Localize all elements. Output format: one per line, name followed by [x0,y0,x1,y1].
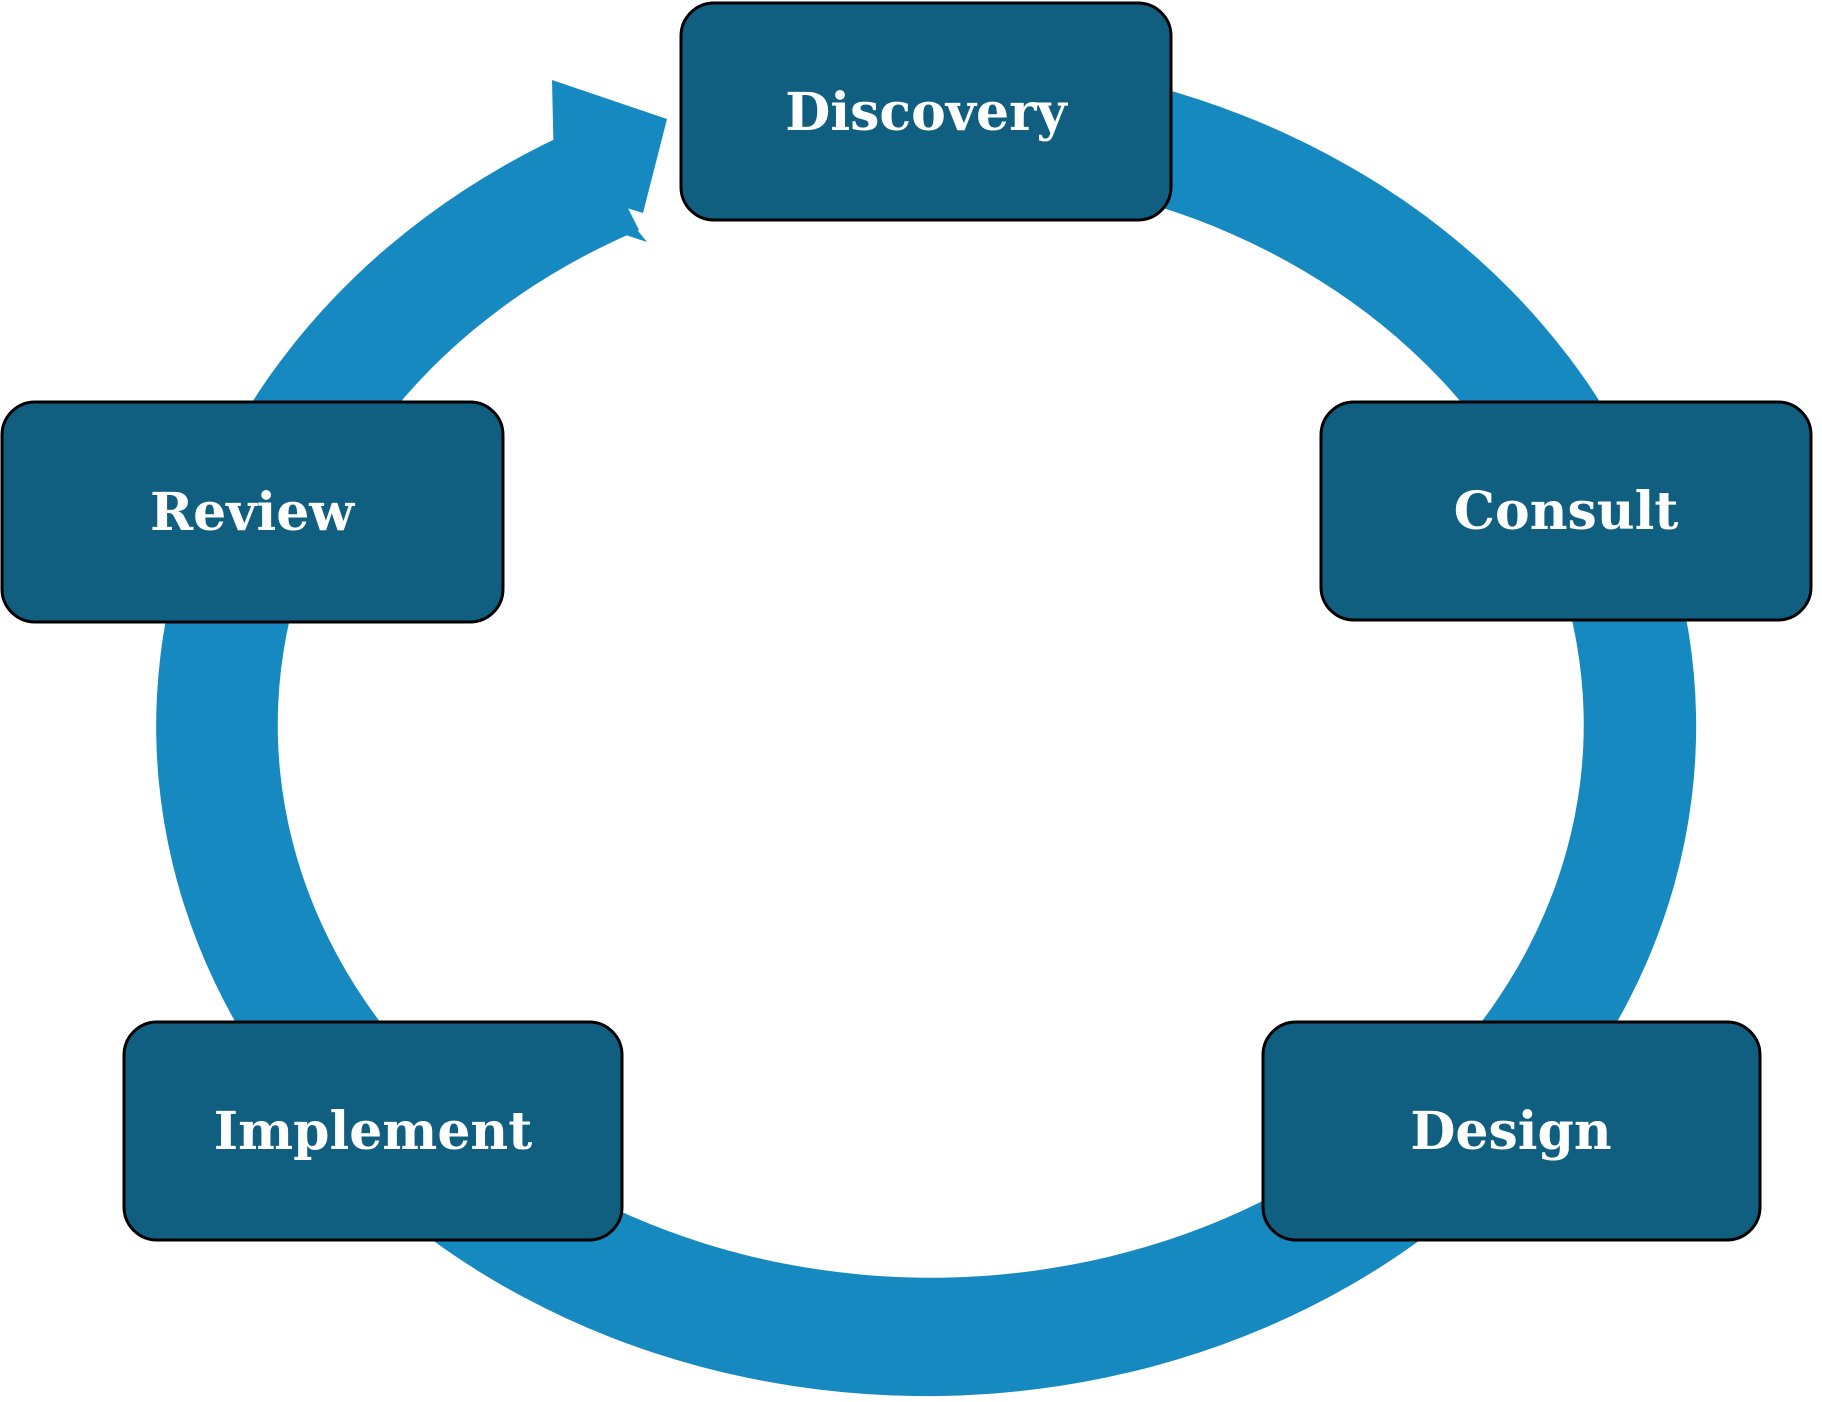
node-design-box [1261,1020,1762,1242]
node-consult-box [1319,400,1813,622]
node-discovery: Discovery [679,1,1173,222]
node-design-label: Design [1410,1101,1611,1162]
node-implement-box [122,1020,624,1242]
node-review-box [0,400,505,624]
node-implement: Implement [122,1020,624,1242]
cycle-arrowhead-icon [552,80,667,242]
node-discovery-box [679,1,1173,222]
node-design: Design [1261,1020,1762,1242]
node-review-label: Review [150,482,355,543]
node-review: Review [0,400,505,624]
node-discovery-label: Discovery [785,82,1068,143]
node-implement-label: Implement [214,1101,532,1162]
node-consult: Consult [1319,400,1813,622]
node-consult-label: Consult [1454,481,1679,542]
